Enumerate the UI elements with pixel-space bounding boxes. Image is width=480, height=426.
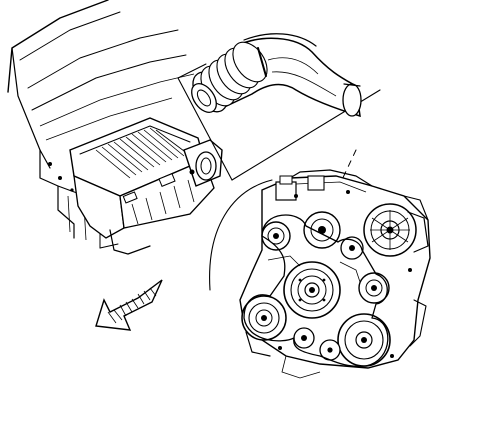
intake-duct bbox=[191, 33, 362, 118]
engine-accessory-drive bbox=[239, 169, 431, 379]
air-cleaner-assembly bbox=[69, 117, 223, 255]
alternator bbox=[363, 203, 429, 257]
ac-compressor bbox=[241, 295, 287, 357]
power-steering-pulley bbox=[337, 313, 391, 367]
water-pump-pulley bbox=[303, 211, 341, 249]
crankshaft-balancer bbox=[283, 261, 341, 319]
serpentine-belt bbox=[243, 214, 389, 367]
arrow-front-of-vehicle-icon bbox=[95, 279, 163, 331]
right-idler-pulley bbox=[358, 272, 390, 304]
belt-tensioner bbox=[293, 327, 315, 349]
